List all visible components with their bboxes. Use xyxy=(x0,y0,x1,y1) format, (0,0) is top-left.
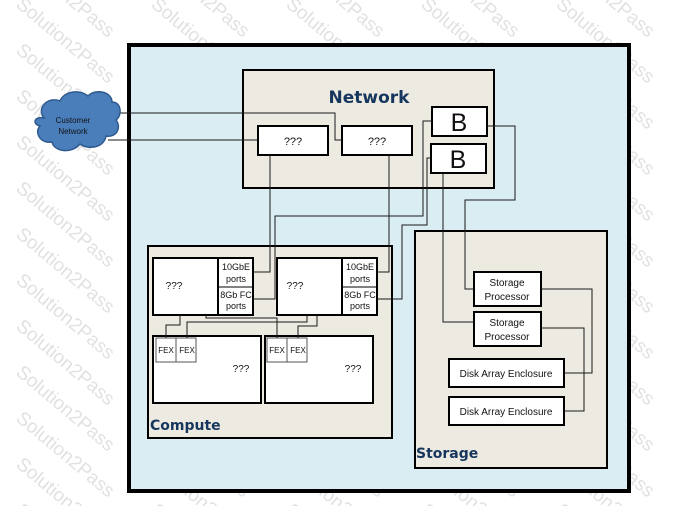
server-1-10gbe-line1: 10GbE xyxy=(222,262,250,272)
b-box-2-label: B xyxy=(450,146,467,174)
network-device-2[interactable] xyxy=(341,125,413,156)
storage-processor-2-line1: Storage xyxy=(489,318,524,329)
chassis-1-label: ??? xyxy=(233,364,250,375)
server-1-fc-line2: ports xyxy=(226,301,247,311)
wire-sp2-to-dae-2 xyxy=(541,327,585,412)
wire-device-2-to-server-2 xyxy=(377,155,390,273)
server-2-10gbe-line1: 10GbE xyxy=(346,262,374,272)
disk-array-enclosure-1-label: Disk Array Enclosure xyxy=(460,369,553,380)
b-box-1-label: B xyxy=(451,109,468,137)
cloud-label-line2: Network xyxy=(58,127,88,136)
wire-b2-to-storage-processor-2 xyxy=(442,173,474,323)
network-device-1-label: ??? xyxy=(284,136,302,148)
wire-cloud-to-device-2 xyxy=(116,112,342,141)
disk-array-enclosure-2-label: Disk Array Enclosure xyxy=(460,407,553,418)
wire-server-1-to-fex-1 xyxy=(165,315,181,338)
b-box-2[interactable] xyxy=(430,143,487,174)
server-2-fc-line2: ports xyxy=(350,301,371,311)
compute-server-2[interactable] xyxy=(276,257,343,316)
customer-network-cloud[interactable]: Customer Network xyxy=(34,91,121,152)
compute-section: Compute ??? 10GbE ports 8Gb FC ports ???… xyxy=(147,245,393,439)
chassis-2-fex-2[interactable] xyxy=(286,337,308,363)
server-2-fc-line1: 8Gb FC xyxy=(344,290,376,300)
storage-processor-2-line2: Processor xyxy=(484,332,530,343)
network-device-2-label: ??? xyxy=(368,136,386,148)
disk-array-enclosure-2[interactable] xyxy=(448,396,565,426)
chassis-1-fex-1-label: FEX xyxy=(158,346,174,355)
wire-b1-to-server-1-fc xyxy=(253,120,432,300)
server-1-fc-line1: 8Gb FC xyxy=(220,290,252,300)
compute-server-1[interactable] xyxy=(152,257,219,316)
compute-title: Compute xyxy=(150,418,221,434)
connection-wires xyxy=(108,112,593,412)
wire-server-2-to-fex-1b xyxy=(186,315,308,338)
server-1-10gbe-line2: ports xyxy=(226,274,247,284)
cloud-icon xyxy=(34,91,121,152)
wire-sp1-to-dae-1 xyxy=(541,288,593,374)
storage-processor-1-line2: Processor xyxy=(484,292,530,303)
chassis-2-label: ??? xyxy=(345,364,362,375)
chassis-2-fex-1-label: FEX xyxy=(269,346,285,355)
chassis-1-fex-2[interactable] xyxy=(175,337,197,363)
chassis-2-fex-2-label: FEX xyxy=(290,346,306,355)
server-1-label: ??? xyxy=(166,281,183,292)
network-title: Network xyxy=(329,88,411,108)
chassis-1-fex-2-label: FEX xyxy=(179,346,195,355)
network-section: Network ??? ??? B B xyxy=(242,69,495,189)
network-device-1[interactable] xyxy=(257,125,329,156)
cloud-label-line1: Customer xyxy=(56,116,91,125)
storage-processor-1-line1: Storage xyxy=(489,278,524,289)
wire-b2-to-server-2-fc xyxy=(377,157,431,300)
wire-server-1-to-fex-2a xyxy=(205,315,278,338)
server-2-label: ??? xyxy=(287,281,304,292)
server-2-10gbe-line2: ports xyxy=(350,274,371,284)
storage-section: Storage Storage Processor Storage Proces… xyxy=(414,230,608,469)
wire-b1-to-storage-processor-1 xyxy=(464,125,516,290)
storage-panel xyxy=(414,230,608,469)
storage-title: Storage xyxy=(416,446,478,462)
storage-processor-2[interactable] xyxy=(473,311,542,347)
wire-device-1-to-server-1 xyxy=(253,155,271,273)
wire-server-2-to-fex-2b xyxy=(297,315,318,338)
